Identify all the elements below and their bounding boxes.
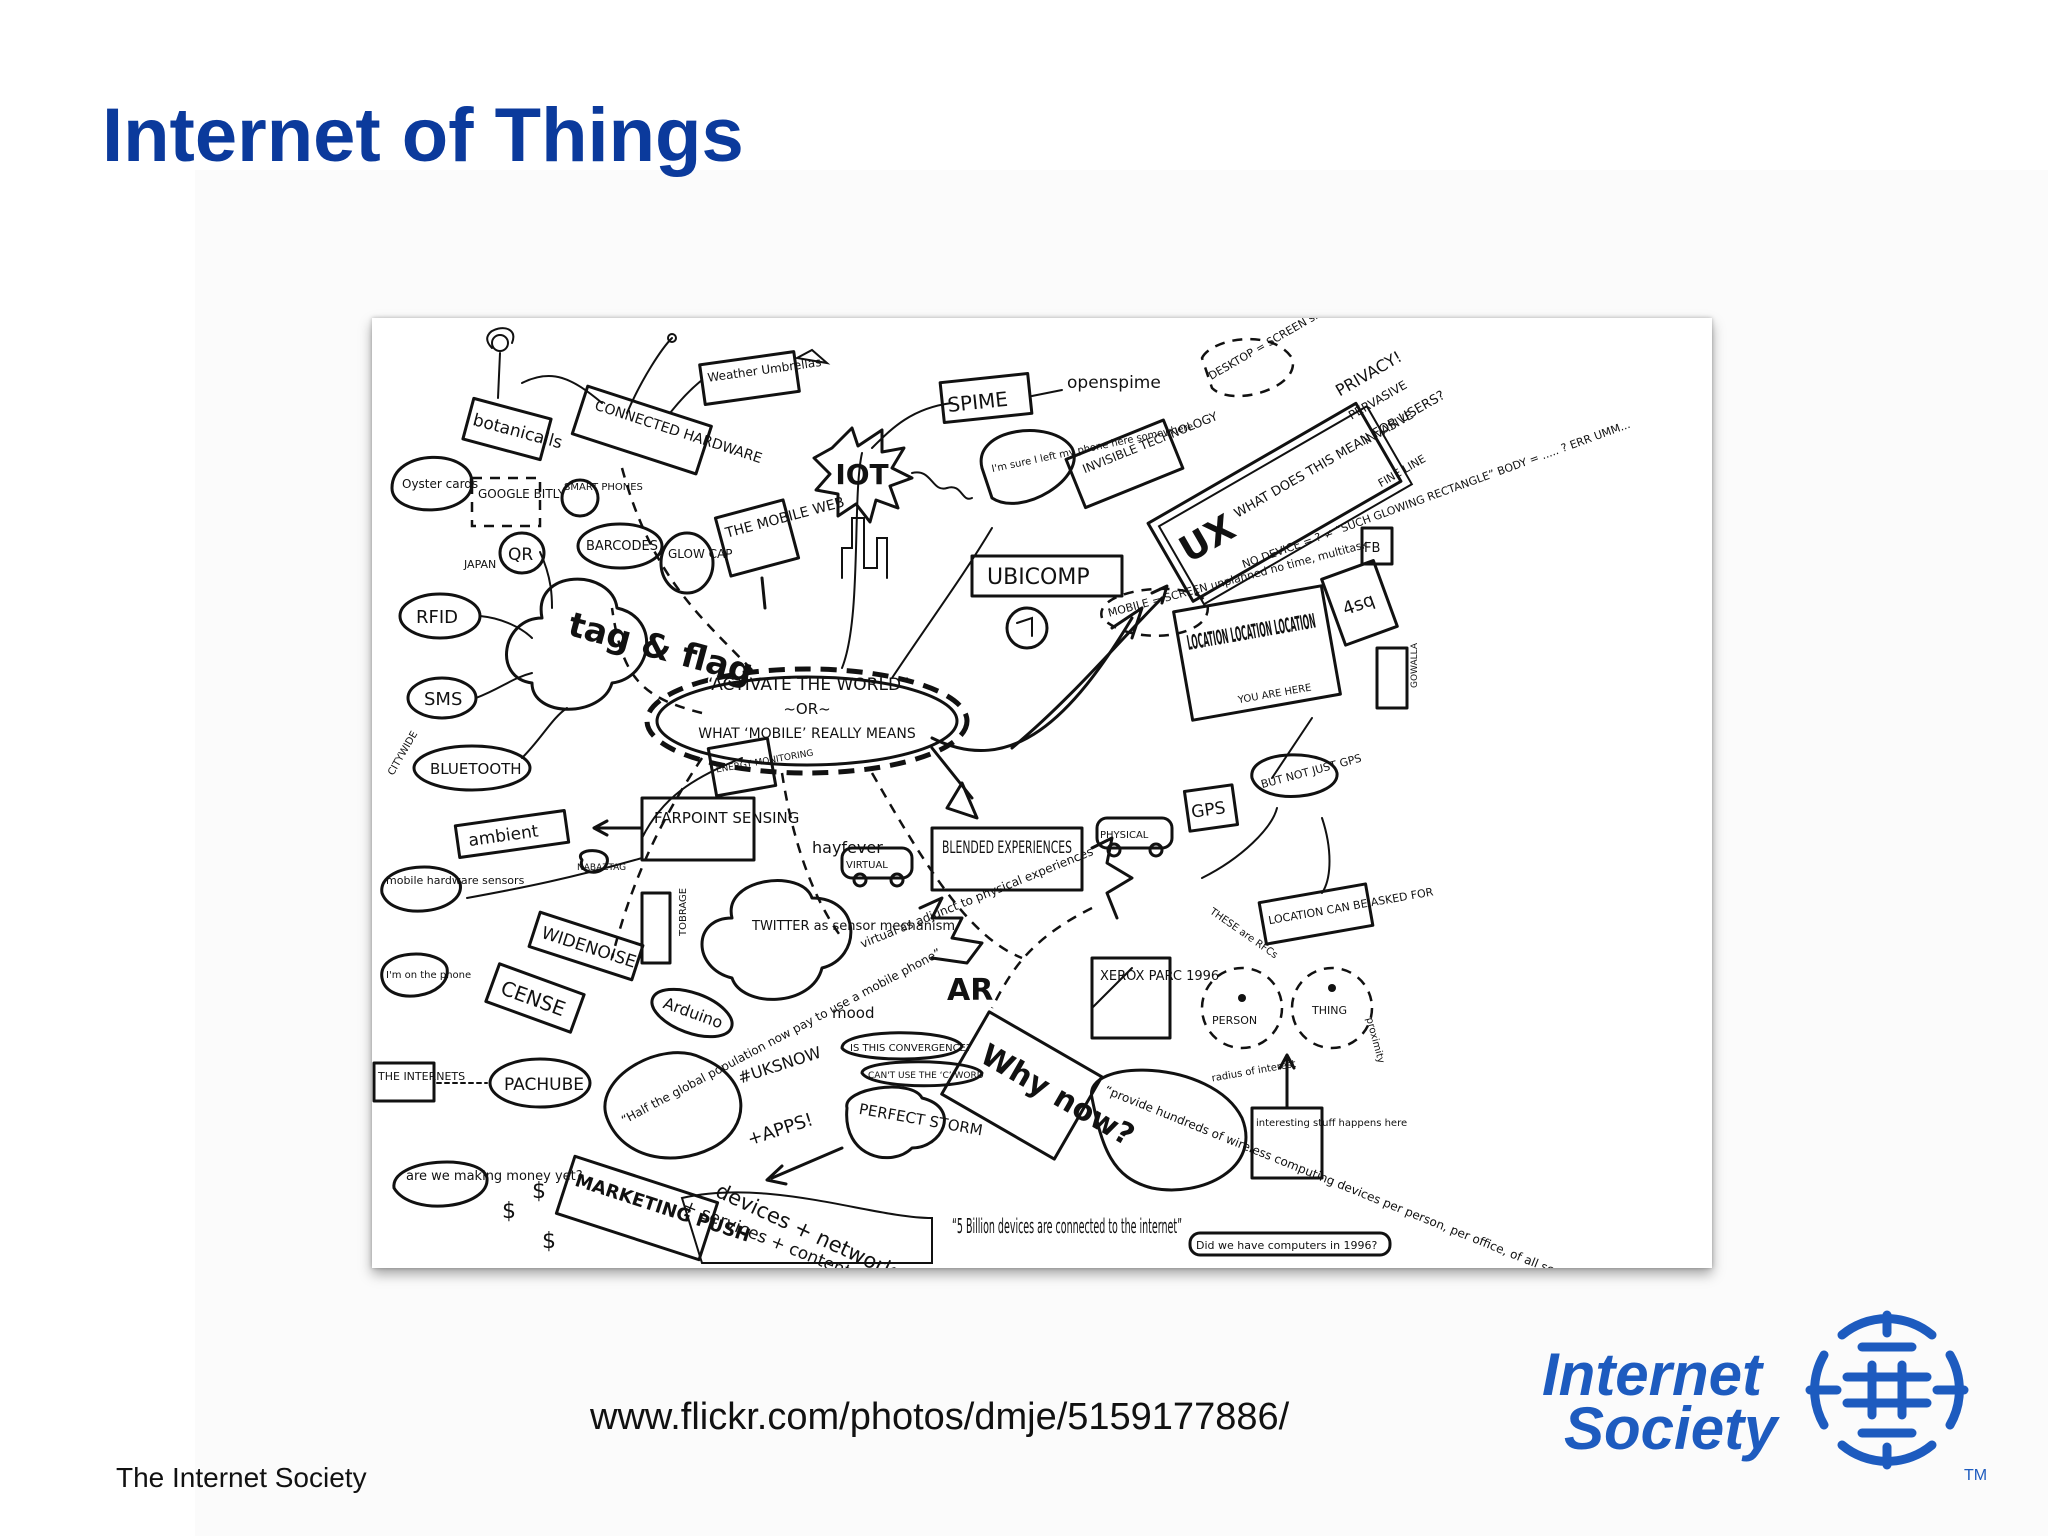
connected-hw-label: CONNECTED HARDWARE bbox=[593, 398, 764, 467]
thing-label: THING bbox=[1311, 1004, 1347, 1017]
smartphones-label: SMART PHONES bbox=[564, 482, 643, 493]
fb-label: FB bbox=[1364, 541, 1380, 556]
barcodes-label: BARCODES bbox=[586, 539, 658, 554]
fine-line-label: FINE LINE bbox=[1376, 452, 1428, 490]
farpoint-label-1: FARPOINT SENSING bbox=[654, 809, 799, 827]
slide-title: Internet of Things bbox=[102, 93, 744, 178]
computers-1996-label: Did we have computers in 1996? bbox=[1196, 1239, 1378, 1252]
logo-line2: Society bbox=[1564, 1395, 1778, 1462]
twitter-label: TWITTER as sensor mechanism bbox=[751, 919, 955, 934]
center-line3: WHAT ‘MOBILE’ REALLY MEANS bbox=[698, 726, 916, 742]
apps-label: +APPS! bbox=[745, 1109, 816, 1150]
dollar-1: $ bbox=[502, 1199, 516, 1224]
dollar-2: $ bbox=[532, 1179, 546, 1204]
center-bubble: “ACTIVATE THE WORLD” ~OR~ WHAT ‘MOBILE’ … bbox=[644, 666, 970, 776]
you-are-here-label: YOU ARE HERE bbox=[1236, 682, 1312, 706]
gps-label: GPS bbox=[1190, 798, 1227, 823]
mood-label: mood bbox=[832, 1004, 875, 1022]
sketch-photo: “ACTIVATE THE WORLD” ~OR~ WHAT ‘MOBILE’ … bbox=[372, 318, 1712, 1268]
spime-label: SPIME bbox=[946, 387, 1009, 417]
virtual-adjunct-label: virtual as adjunct to physical experienc… bbox=[858, 844, 1095, 951]
botanicalls-label: botanicalls bbox=[471, 410, 565, 453]
convergence-label: IS THIS CONVERGENCE? bbox=[850, 1043, 971, 1054]
japan-label: JAPAN bbox=[463, 558, 496, 571]
google-bitly-label: GOOGLE BITLY bbox=[478, 487, 566, 501]
proximity-label: proximity bbox=[1363, 1016, 1386, 1064]
half-global-label: “Half the global population now pay to u… bbox=[619, 946, 943, 1127]
bluetooth-label: BLUETOOTH bbox=[430, 760, 522, 778]
globe-icon bbox=[1805, 1310, 1969, 1470]
ar-label: AR bbox=[947, 973, 993, 1008]
virtual-label: VIRTUAL bbox=[846, 860, 888, 871]
c-word-label: CAN'T USE THE ‘C’ WORD bbox=[868, 1071, 984, 1081]
person-label: PERSON bbox=[1212, 1014, 1257, 1027]
blended-label: BLENDED EXPERIENCES bbox=[942, 838, 1072, 858]
dollar-3: $ bbox=[542, 1229, 556, 1254]
no-device-label: NO DEVICE = ? ≠ “SUCH GLOWING RECTANGLE”… bbox=[1240, 418, 1632, 571]
iot-label: IOT bbox=[835, 458, 888, 491]
ubicomp-label: UBICOMP bbox=[987, 565, 1090, 590]
tobrage-label: TOBRAGE bbox=[678, 888, 689, 937]
qr-label: QR bbox=[508, 545, 533, 565]
xerox-label: XEROX PARC 1996 bbox=[1100, 969, 1219, 984]
center-line1: “ACTIVATE THE WORLD” bbox=[705, 675, 910, 695]
internets-label: THE INTERNETS bbox=[377, 1070, 465, 1083]
center-line2: ~OR~ bbox=[783, 700, 830, 718]
sms-label: SMS bbox=[424, 689, 462, 710]
making-money-label: are we making money yet? bbox=[406, 1169, 583, 1184]
trademark: TM bbox=[1964, 1467, 1988, 1484]
logo-line1: Internet bbox=[1542, 1341, 1763, 1408]
oyster-label: Oyster cards bbox=[402, 477, 478, 491]
footer-text: The Internet Society bbox=[116, 1462, 367, 1493]
physical-label: PHYSICAL bbox=[1100, 830, 1149, 841]
foursq-label: 4sq bbox=[1340, 589, 1378, 620]
gowalla-label: GOWALLA bbox=[1410, 642, 1420, 688]
iot-burst: IOT bbox=[812, 426, 914, 524]
internet-society-logo: Internet Society TM bbox=[1540, 1305, 2010, 1500]
cense-label: CENSE bbox=[498, 976, 569, 1021]
openspime-label: openspime bbox=[1067, 373, 1161, 393]
location-can-label: LOCATION CAN BE ASKED FOR bbox=[1267, 885, 1434, 927]
im-on-phone-label: I'm on the phone bbox=[386, 970, 471, 981]
ux-label: UX bbox=[1173, 507, 1243, 571]
interesting-stuff-label: interesting stuff happens here bbox=[1256, 1118, 1407, 1129]
pachube-label: PACHUBE bbox=[504, 1075, 584, 1095]
mobile-hw-label: mobile hardware sensors bbox=[386, 874, 525, 887]
location-label: LOCATION LOCATION LOCATION bbox=[1185, 609, 1317, 655]
five-billion-label: “5 Billion devices are connected to the … bbox=[952, 1214, 1182, 1238]
tag-flag-label: tag & flag bbox=[564, 605, 757, 693]
glow-cap-label: GLOW CAP bbox=[668, 547, 733, 561]
source-caption[interactable]: www.flickr.com/photos/dmje/5159177886/ bbox=[590, 1396, 1290, 1438]
rfid-label: RFID bbox=[416, 607, 458, 628]
